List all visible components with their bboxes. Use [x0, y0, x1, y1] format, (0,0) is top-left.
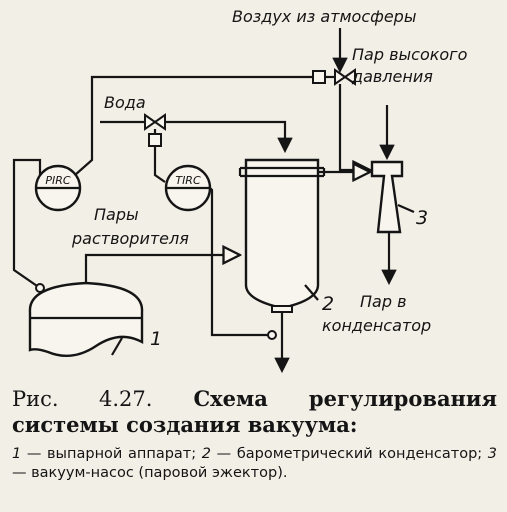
caption-legend: 1 — выпарной аппарат; 2 — барометрически… — [12, 446, 498, 481]
water-valve — [144, 113, 166, 131]
legend-text: вакуум-насос (паровой эжектор). — [31, 465, 288, 481]
temperature-signal-line — [153, 146, 166, 183]
vapors-label-line1: Пары — [94, 205, 139, 224]
legend-number: 2 — [201, 446, 212, 462]
steam-feed-line — [338, 84, 370, 170]
condenser-number: 2 — [322, 293, 334, 315]
legend-text: барометрический конденсатор; — [236, 446, 483, 462]
vacuum-control-diagram: 1 PIRC TIRC — [12, 7, 468, 374]
figure-label: Рис. 4.27. — [12, 387, 153, 411]
figure-title: Схема регулирования системы создания вак… — [12, 386, 498, 437]
legend-number: 1 — [12, 446, 22, 462]
pressure-signal-line — [74, 75, 313, 176]
air-label: Воздух из атмосферы — [232, 7, 416, 26]
legend-number: 3 — [487, 446, 498, 462]
steam-ejector — [370, 160, 404, 234]
temperature-impulse-line — [209, 187, 272, 337]
figure-caption: Рис. 4.27. Схема регулирования системы с… — [12, 386, 497, 483]
svg-text:PIRC: PIRC — [45, 174, 71, 187]
water-valve-actuator — [148, 133, 162, 147]
air-valve-actuator — [312, 70, 326, 84]
pressure-controller: PIRC — [34, 164, 82, 212]
evaporator-leader — [111, 337, 123, 356]
condenser-leader — [304, 284, 319, 301]
barometric-condenser — [238, 158, 326, 313]
air-valve — [334, 68, 356, 86]
temperature-controller: TIRC — [164, 164, 212, 212]
caption-heading: Рис. 4.27. Схема регулирования системы с… — [12, 386, 497, 437]
svg-text:TIRC: TIRC — [175, 174, 201, 187]
pump-leader — [397, 203, 415, 214]
pump-number: 3 — [416, 207, 428, 229]
legend-text: выпарной аппарат; — [47, 446, 197, 462]
steam-label-line1: Пар высокого — [352, 45, 468, 64]
steam-label-line2: давления — [351, 67, 433, 86]
evaporator-vessel — [28, 281, 144, 358]
vapors-label-line2: растворителя — [71, 229, 189, 248]
to-condenser-label-line1: Пар в — [360, 292, 407, 311]
solvent-vapor-line — [84, 255, 240, 283]
pressure-impulse-line — [12, 158, 42, 289]
to-condenser-label-line2: конденсатор — [322, 316, 431, 335]
evaporator-number: 1 — [150, 328, 162, 350]
water-to-condenser-line — [165, 120, 293, 154]
water-label: Вода — [104, 93, 146, 112]
